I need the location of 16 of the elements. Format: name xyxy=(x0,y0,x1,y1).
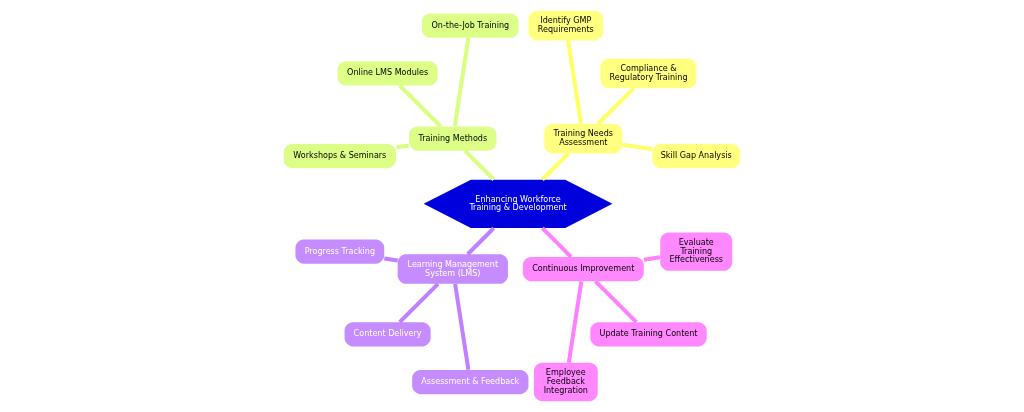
connector xyxy=(463,149,496,181)
connector xyxy=(643,255,661,262)
connector xyxy=(622,142,653,152)
connector xyxy=(452,37,471,127)
connector xyxy=(384,256,398,263)
connector xyxy=(540,152,570,181)
connector xyxy=(566,40,583,124)
connector xyxy=(453,283,471,371)
connector xyxy=(466,226,496,256)
connector xyxy=(594,279,638,324)
connector xyxy=(395,143,410,150)
connector xyxy=(398,84,442,128)
connector xyxy=(540,226,573,259)
connector xyxy=(596,86,635,126)
connector xyxy=(398,282,440,324)
connector xyxy=(566,281,584,364)
